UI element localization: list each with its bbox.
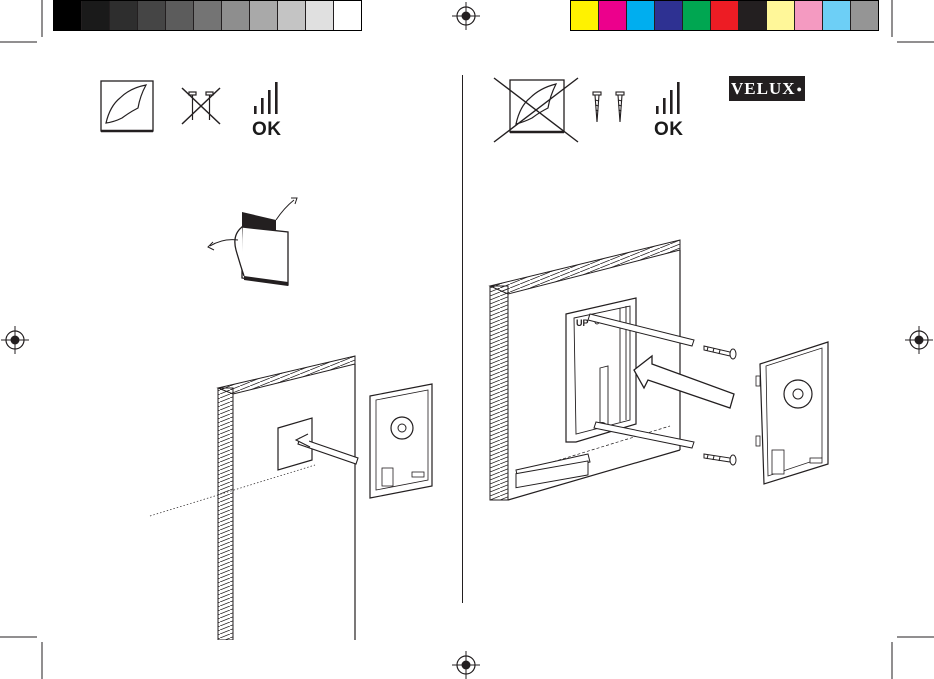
velux-logo-text: VELUX: [731, 79, 796, 99]
no-adhesive-pad-icon: [492, 76, 580, 144]
signal-strength-icon: [252, 80, 282, 116]
no-screws-icon: [180, 86, 222, 128]
registration-mark-right: [905, 326, 933, 354]
registration-mark-top: [452, 2, 480, 30]
velux-logo: VELUX●: [729, 76, 805, 101]
wall-mount-screw-illustration: [480, 236, 840, 506]
adhesive-pad-icon: [100, 80, 154, 134]
peel-adhesive-illustration: [198, 190, 308, 290]
wall-mount-adhesive-illustration: [140, 350, 450, 640]
panel-divider: [462, 75, 463, 603]
signal-ok-label-right: OK: [654, 119, 684, 141]
signal-ok-label: OK: [252, 119, 282, 141]
screws-icon: [590, 90, 630, 126]
registration-mark-bottom: [452, 651, 480, 679]
up-label: UP: [576, 318, 589, 328]
registration-mark-left: [1, 326, 29, 354]
signal-strength-icon-right: [654, 80, 684, 116]
